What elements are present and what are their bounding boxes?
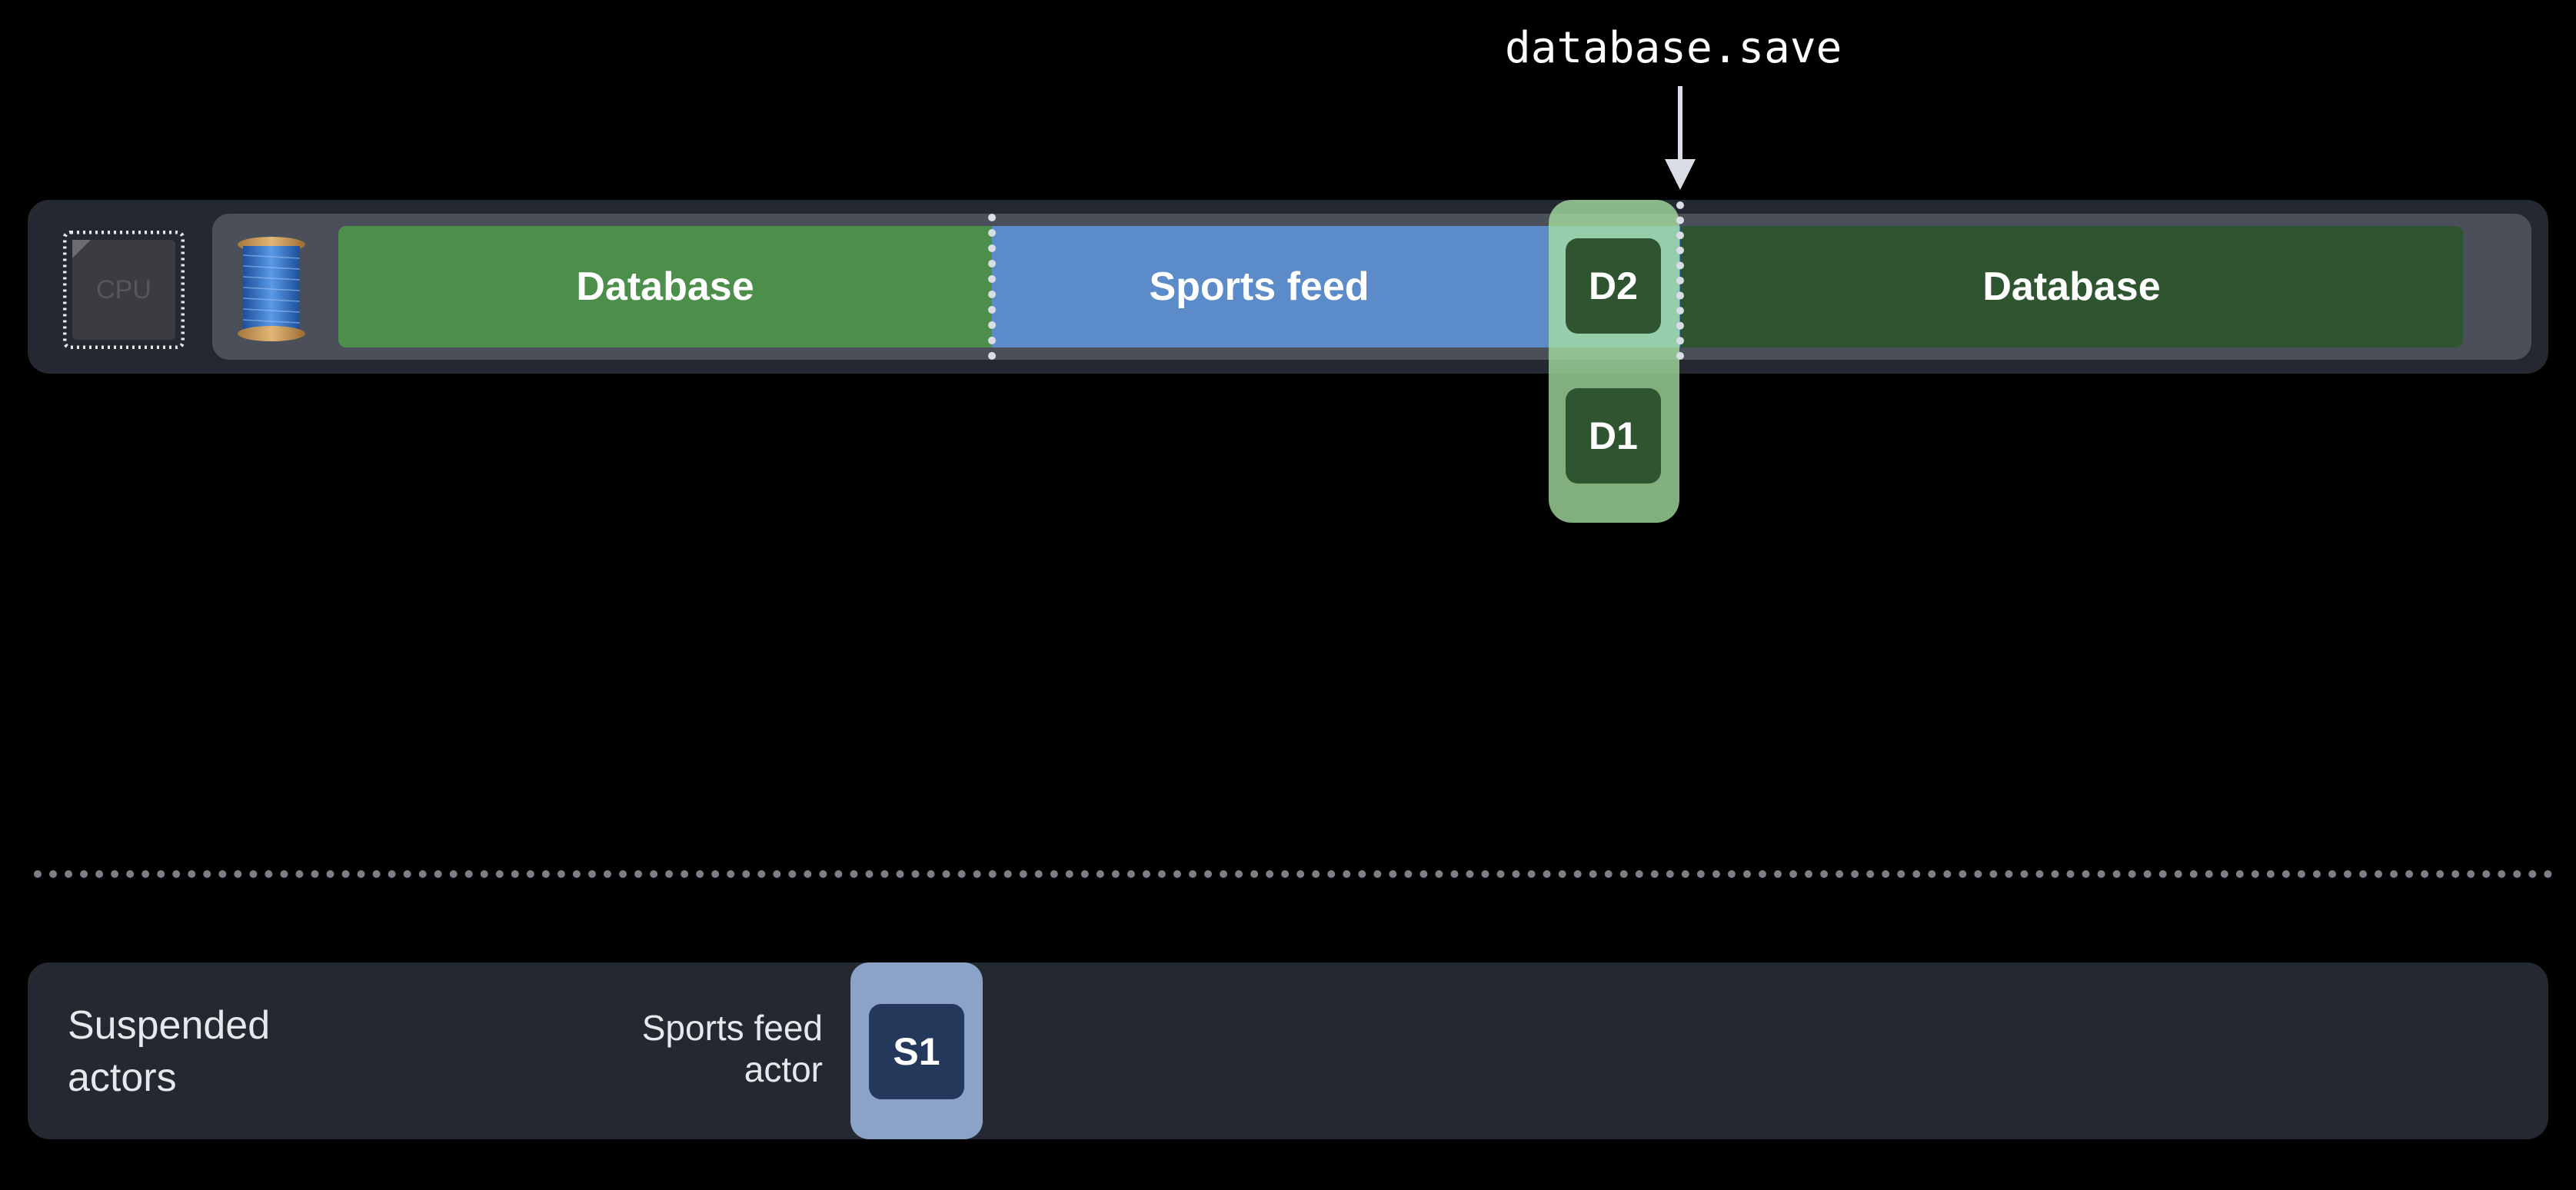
suspended-actors-label: Suspended actors (68, 1003, 271, 1100)
suspended-actors-row (28, 962, 2548, 1139)
job-d1: D1 (1566, 388, 1661, 484)
segment-label: Database (576, 264, 754, 309)
section-separator (34, 870, 2553, 878)
code-label: database.save (1505, 23, 1842, 73)
sports-feed-actor-label: Sports feed actor (641, 1008, 823, 1089)
context-switch-divider (988, 214, 996, 360)
thread-segment-database: Database (1680, 226, 2463, 347)
thread-segment-database: Database (338, 226, 992, 347)
cpu-icon: CPU (63, 231, 185, 349)
segment-label: Sports feed (1149, 264, 1370, 309)
down-arrow-icon (1665, 86, 1696, 190)
cpu-label: CPU (96, 275, 151, 304)
segment-label: Database (1982, 264, 2161, 309)
job-d2: D2 (1566, 238, 1661, 334)
job-s1: S1 (869, 1004, 964, 1099)
context-switch-divider (1676, 201, 1684, 360)
thread-spool-icon (238, 237, 305, 341)
